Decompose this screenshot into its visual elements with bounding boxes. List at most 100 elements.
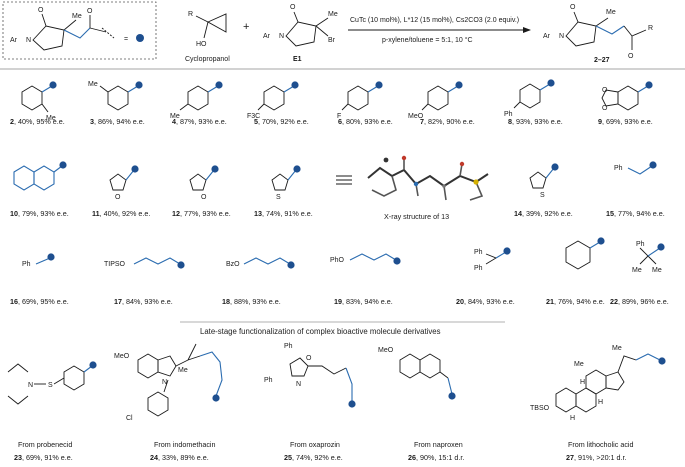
xray-caption: X-ray structure of 13 [384, 212, 450, 221]
structure-24: MeO Me N Cl [114, 343, 223, 422]
svg-text:MeO: MeO [114, 353, 130, 360]
svg-text:Me: Me [328, 11, 338, 18]
structure-8: Ph [504, 79, 555, 118]
svg-text:=: = [124, 36, 128, 43]
structure-20: Ph Ph [474, 247, 511, 272]
svg-text:Me: Me [606, 9, 616, 16]
structure-label-17: 17, 84%, 93% e.e. [114, 297, 173, 306]
structure-label-8: 8, 93%, 93% e.e. [508, 117, 563, 126]
from-label-26: From naproxen [414, 440, 463, 449]
late-stage-title: Late-stage functionalization of complex … [200, 327, 441, 336]
product-general: Ar N O Me O R 2–27 [543, 4, 653, 64]
structure-11: O [109, 165, 139, 201]
structure-label-11: 11, 40%, 92% e.e. [92, 209, 151, 218]
svg-text:O: O [290, 4, 296, 11]
svg-text:Me: Me [88, 81, 98, 88]
structure-9: OO [601, 81, 653, 112]
svg-text:F3C: F3C [247, 113, 260, 120]
svg-text:Ph: Ph [504, 111, 513, 118]
structure-18: BzO [226, 257, 295, 269]
svg-text:Ph: Ph [474, 265, 483, 272]
svg-text:H: H [598, 399, 603, 406]
structure-label-19: 19, 83%, 94% e.e. [334, 297, 393, 306]
from-label-24: From indomethacin [154, 440, 216, 449]
svg-text:Br: Br [328, 37, 336, 44]
svg-text:O: O [115, 194, 121, 201]
structure-label-22: 22, 89%, 96% e.e. [610, 297, 669, 306]
from-label-27: From lithocholic acid [568, 440, 634, 449]
svg-text:Me: Me [46, 115, 56, 122]
structure-label-16: 16, 69%, 95% e.e. [10, 297, 69, 306]
svg-text:Cl: Cl [126, 415, 133, 422]
structure-25: Ph Ph O N [264, 343, 356, 408]
structure-label-6: 6, 80%, 93% e.e. [338, 117, 393, 126]
structure-label-26: 26, 90%, 15:1 d.r. [408, 453, 465, 462]
structure-23: N S [7, 361, 97, 405]
svg-text:R: R [648, 25, 653, 32]
svg-text:Ar: Ar [543, 33, 551, 40]
svg-text:2–27: 2–27 [594, 57, 610, 64]
svg-text:O: O [602, 87, 608, 94]
svg-text:R: R [188, 11, 193, 18]
conditions-top: CuTc (10 mol%), L*12 (15 mol%), Cs2CO3 (… [350, 17, 519, 24]
plus-sign: + [243, 21, 249, 33]
xray-structure-13 [367, 155, 489, 201]
structure-label-24: 24, 33%, 89% e.e. [150, 453, 209, 462]
svg-text:O: O [570, 4, 576, 11]
conditions-bottom: p-xylene/toluene = 5:1, 10 °C [382, 36, 473, 44]
structure-label-12: 12, 77%, 93% e.e. [172, 209, 231, 218]
structure-4: Me [170, 81, 223, 120]
svg-text:Ph: Ph [636, 241, 645, 248]
svg-text:S: S [48, 382, 53, 389]
structure-label-9: 9, 69%, 93% e.e. [598, 117, 653, 126]
structure-label-20: 20, 84%, 93% e.e. [456, 297, 515, 306]
structure-17: TIPSO [104, 257, 185, 269]
svg-text:N: N [296, 381, 301, 388]
structure-label-5: 5, 70%, 92% e.e. [254, 117, 309, 126]
svg-text:HO: HO [196, 41, 207, 48]
structure-22: Ph Me Me [632, 241, 665, 274]
svg-text:N: N [279, 33, 284, 40]
svg-text:H: H [570, 415, 575, 422]
svg-text:Ar: Ar [263, 33, 271, 40]
structure-3: Me [88, 81, 143, 111]
structure-label-14: 14, 39%, 92% e.e. [514, 209, 573, 218]
svg-text:O: O [201, 194, 207, 201]
svg-text:S: S [276, 194, 281, 201]
svg-text:Me: Me [652, 267, 662, 274]
svg-text:Me: Me [612, 345, 622, 352]
svg-text:MeO: MeO [378, 347, 394, 354]
from-label-23: From probenecid [18, 440, 73, 449]
structure-7: MeO [408, 81, 463, 120]
structure-15: Ph [614, 161, 657, 175]
svg-text:O: O [306, 355, 312, 362]
svg-text:Me: Me [574, 361, 584, 368]
structure-label-25: 25, 74%, 92% e.e. [284, 453, 343, 462]
svg-text:Ph: Ph [284, 343, 293, 350]
svg-text:N: N [559, 33, 564, 40]
svg-text:TBSO: TBSO [530, 405, 550, 412]
structure-label-27: 27, 91%, >20:1 d.r. [566, 453, 627, 462]
svg-text:O: O [602, 105, 608, 112]
svg-text:Me: Me [632, 267, 642, 274]
structure-2: Me [21, 81, 57, 122]
structure-13: S [271, 165, 301, 201]
svg-text:TIPSO: TIPSO [104, 261, 126, 268]
svg-text:E1: E1 [293, 56, 302, 63]
structure-16: Ph [22, 253, 55, 268]
structure-12: O [189, 165, 219, 201]
structure-label-21: 21, 76%, 94% e.e. [546, 297, 605, 306]
svg-text:N: N [162, 379, 167, 386]
svg-text:Me: Me [72, 13, 82, 20]
svg-text:H: H [580, 379, 585, 386]
svg-text:BzO: BzO [226, 261, 240, 268]
svg-text:Ph: Ph [474, 249, 483, 256]
structure-label-7: 7, 82%, 90% e.e. [420, 117, 475, 126]
svg-text:Ar: Ar [10, 37, 18, 44]
svg-text:N: N [26, 37, 31, 44]
svg-text:PhO: PhO [330, 257, 345, 264]
structure-5: F3C [247, 81, 299, 120]
structure-label-13: 13, 74%, 91% e.e. [254, 209, 313, 218]
structure-19: PhO [330, 253, 401, 265]
svg-text:N: N [28, 382, 33, 389]
